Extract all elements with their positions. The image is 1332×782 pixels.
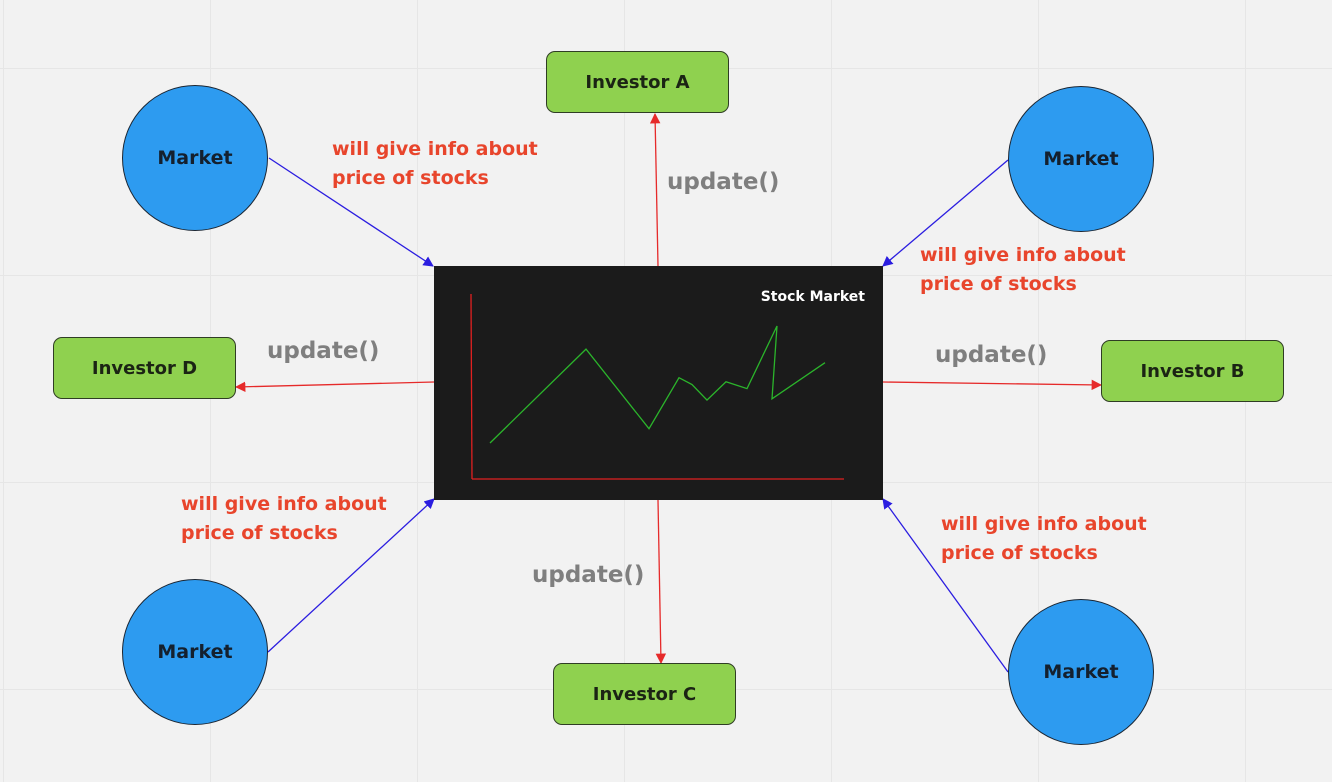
investor-node-d[interactable]: Investor D: [53, 337, 236, 399]
method-label-right: update(): [935, 342, 1048, 368]
note-bottom-right: will give info about price of stocks: [941, 510, 1147, 568]
note-line: will give info about: [332, 138, 538, 160]
market-label: Market: [157, 147, 233, 169]
note-line: will give info about: [920, 244, 1126, 266]
investor-label: Investor D: [91, 357, 198, 379]
note-top-left: will give info about price of stocks: [332, 135, 538, 193]
market-node-top-left[interactable]: Market: [122, 85, 268, 231]
note-line: price of stocks: [332, 167, 489, 189]
chart-price-line: [489, 325, 826, 444]
investor-label: Investor A: [585, 71, 690, 93]
method-label-bottom: update(): [532, 562, 645, 588]
market-label: Market: [157, 641, 233, 663]
market-node-bottom-left[interactable]: Market: [122, 579, 268, 725]
link-investor-c: [655, 499, 667, 665]
stock-market-board[interactable]: Stock Market: [434, 266, 883, 500]
note-line: will give info about: [181, 493, 387, 515]
note-bottom-left: will give info about price of stocks: [181, 490, 387, 548]
investor-node-b[interactable]: Investor B: [1101, 340, 1284, 402]
method-label-top: update(): [667, 169, 780, 195]
market-node-bottom-right[interactable]: Market: [1008, 599, 1154, 745]
link-investor-d: [234, 381, 435, 392]
market-node-top-right[interactable]: Market: [1008, 86, 1154, 232]
market-label: Market: [1043, 661, 1119, 683]
link-investor-a: [649, 112, 661, 267]
note-top-right: will give info about price of stocks: [920, 241, 1126, 299]
chart-axis-y: [470, 293, 473, 480]
board-sparkline: [470, 293, 844, 480]
note-line: price of stocks: [920, 273, 1077, 295]
note-line: price of stocks: [181, 522, 338, 544]
investor-label: Investor C: [592, 683, 697, 705]
investor-node-c[interactable]: Investor C: [553, 663, 736, 725]
market-label: Market: [1043, 148, 1119, 170]
method-label-left: update(): [267, 338, 380, 364]
link-investor-b: [882, 379, 1103, 391]
investor-node-a[interactable]: Investor A: [546, 51, 729, 113]
note-line: will give info about: [941, 513, 1147, 535]
board-title: Stock Market: [760, 289, 865, 305]
investor-label: Investor B: [1140, 360, 1245, 382]
note-line: price of stocks: [941, 542, 1098, 564]
